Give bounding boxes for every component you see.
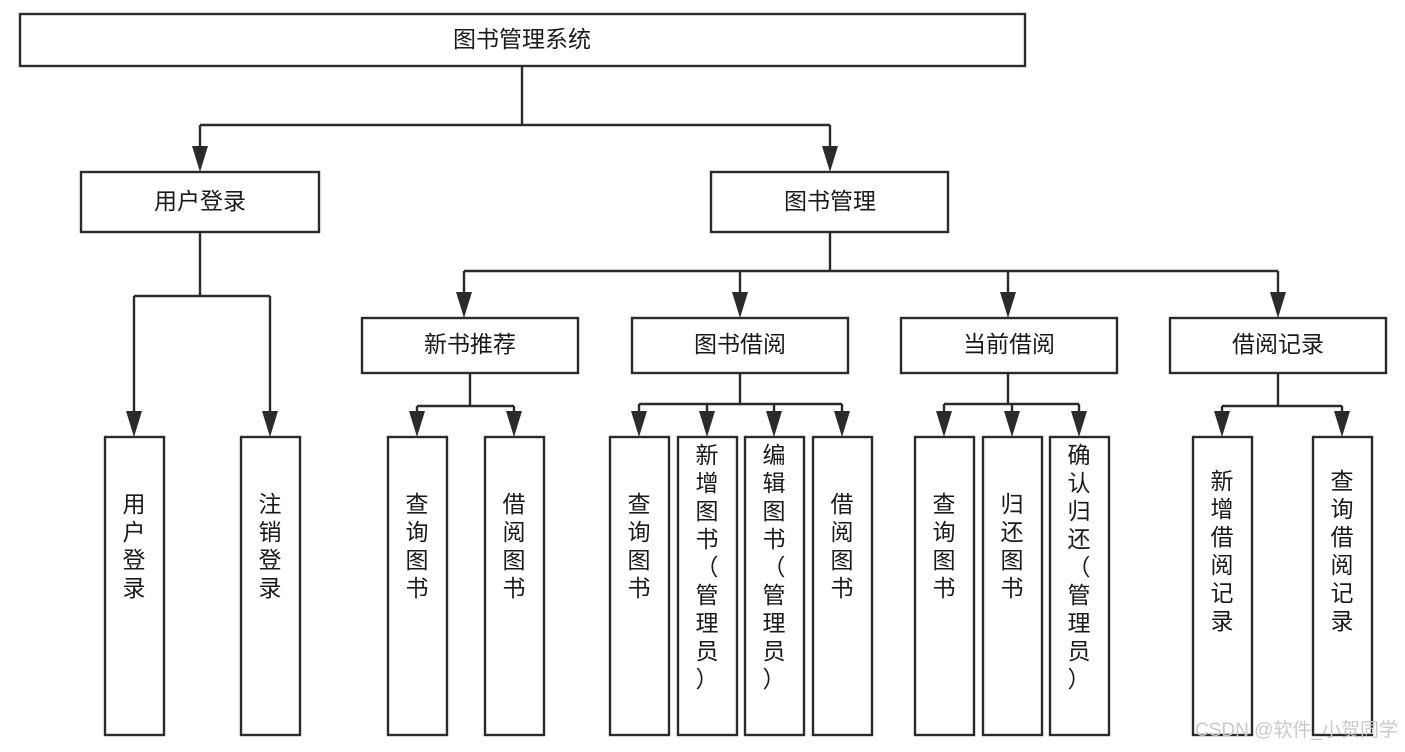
leaf-edit-book-box[interactable]: [743, 435, 806, 737]
arrow-head-icon: [262, 411, 278, 437]
leaf-logout-login-label: 注销登录: [259, 491, 282, 601]
connector-group-user-login: [126, 232, 278, 437]
leaf-borrow-book-2-box[interactable]: [811, 435, 874, 737]
node-new-book-recommend[interactable]: 新书推荐: [360, 316, 580, 375]
leaf-return-book-box[interactable]: [981, 435, 1044, 737]
node-user-login-box[interactable]: [79, 170, 321, 234]
arrow-head-icon: [936, 411, 952, 437]
arrow-head-icon: [409, 411, 425, 437]
leaf-node[interactable]: 查询图书: [913, 435, 976, 737]
node-new-book-recommend-label: 新书推荐: [424, 331, 516, 357]
arrow-head-icon: [126, 411, 142, 437]
node-current-borrow-label: 当前借阅: [963, 331, 1055, 357]
connector-group-new-book-recommend: [409, 373, 522, 437]
leaf-query-record-box[interactable]: [1311, 435, 1374, 737]
leaf-borrow-book-1-label: 借阅图书: [503, 491, 526, 601]
arrow-head-icon: [192, 146, 208, 172]
node-borrow-record-label: 借阅记录: [1232, 331, 1324, 357]
leaf-confirm-return-label: 确认归还（管理员）: [1068, 442, 1091, 692]
leaf-add-book-label: 新增图书（管理员）: [696, 442, 719, 692]
leaf-query-book-1-box[interactable]: [386, 435, 449, 737]
leaf-query-book-1-label: 查询图书: [406, 491, 429, 601]
node-new-book-recommend-box[interactable]: [360, 316, 580, 375]
node-borrow-record[interactable]: 借阅记录: [1168, 316, 1388, 375]
leaf-query-record-label: 查询借阅记录: [1331, 468, 1354, 634]
leaf-borrow-book-2-label: 借阅图书: [831, 491, 854, 601]
leaf-user-login-label: 用户登录: [123, 491, 146, 601]
node-root-box[interactable]: [18, 12, 1027, 68]
leaf-return-book-label: 归还图书: [1001, 491, 1024, 601]
arrow-head-icon: [1004, 411, 1020, 437]
node-book-management-label: 图书管理: [784, 188, 876, 214]
arrow-head-icon: [1334, 411, 1350, 437]
arrow-head-icon: [456, 292, 472, 318]
connector-group-root: [192, 66, 838, 172]
node-book-borrow[interactable]: 图书借阅: [630, 316, 850, 375]
arrow-head-icon: [834, 411, 850, 437]
node-root[interactable]: 图书管理系统: [18, 12, 1027, 68]
leaf-query-book-2-label: 查询图书: [628, 491, 651, 601]
arrow-head-icon: [1071, 411, 1087, 437]
node-current-borrow-box[interactable]: [899, 316, 1119, 375]
leaf-node[interactable]: 确认归还（管理员）: [1048, 435, 1111, 737]
arrow-head-icon: [1270, 292, 1286, 318]
arrow-head-icon: [506, 411, 522, 437]
node-current-borrow[interactable]: 当前借阅: [899, 316, 1119, 375]
node-user-login-label: 用户登录: [154, 188, 246, 214]
leaf-add-record-label: 新增借阅记录: [1211, 468, 1234, 634]
arrow-head-icon: [732, 292, 748, 318]
node-book-management-box[interactable]: [709, 170, 950, 234]
node-user-login[interactable]: 用户登录: [79, 170, 321, 234]
arrow-head-icon: [699, 411, 715, 437]
connector-group-book-management: [456, 232, 1286, 318]
leaf-query-book-3-label: 查询图书: [933, 491, 956, 601]
leaf-node[interactable]: 用户登录: [103, 435, 166, 737]
leaf-node[interactable]: 查询图书: [386, 435, 449, 737]
arrow-head-icon: [1214, 411, 1230, 437]
leaf-node[interactable]: 查询图书: [608, 435, 671, 737]
leaf-user-login-box[interactable]: [103, 435, 166, 737]
leaf-node[interactable]: 查询借阅记录: [1311, 435, 1374, 737]
node-borrow-record-box[interactable]: [1168, 316, 1388, 375]
connector-group-current-borrow: [936, 373, 1087, 437]
leaf-confirm-return-box[interactable]: [1048, 435, 1111, 737]
leaf-borrow-book-1-box[interactable]: [483, 435, 546, 737]
leaf-query-book-2-box[interactable]: [608, 435, 671, 737]
leaf-logout-login-box[interactable]: [239, 435, 302, 737]
connector-group-borrow-record: [1214, 373, 1350, 437]
node-book-borrow-box[interactable]: [630, 316, 850, 375]
leaf-node[interactable]: 新增借阅记录: [1191, 435, 1254, 737]
connector-group-book-borrow: [631, 373, 850, 437]
arrow-head-icon: [766, 411, 782, 437]
leaf-node[interactable]: 注销登录: [239, 435, 302, 737]
leaf-edit-book-label: 编辑图书（管理员）: [763, 442, 786, 692]
node-book-management[interactable]: 图书管理: [709, 170, 950, 234]
node-root-label: 图书管理系统: [453, 26, 591, 52]
arrow-head-icon: [1000, 292, 1016, 318]
leaf-node[interactable]: 借阅图书: [811, 435, 874, 737]
leaf-add-record-box[interactable]: [1191, 435, 1254, 737]
leaf-node[interactable]: 新增图书（管理员）: [676, 435, 739, 737]
leaf-node[interactable]: 借阅图书: [483, 435, 546, 737]
leaf-query-book-3-box[interactable]: [913, 435, 976, 737]
arrow-head-icon: [822, 146, 838, 172]
arrow-head-icon: [631, 411, 647, 437]
leaf-add-book-box[interactable]: [676, 435, 739, 737]
node-book-borrow-label: 图书借阅: [694, 331, 786, 357]
watermark-label: CSDN @软件_小贺同学: [1195, 719, 1398, 741]
leaf-node[interactable]: 归还图书: [981, 435, 1044, 737]
leaf-node[interactable]: 编辑图书（管理员）: [743, 435, 806, 737]
